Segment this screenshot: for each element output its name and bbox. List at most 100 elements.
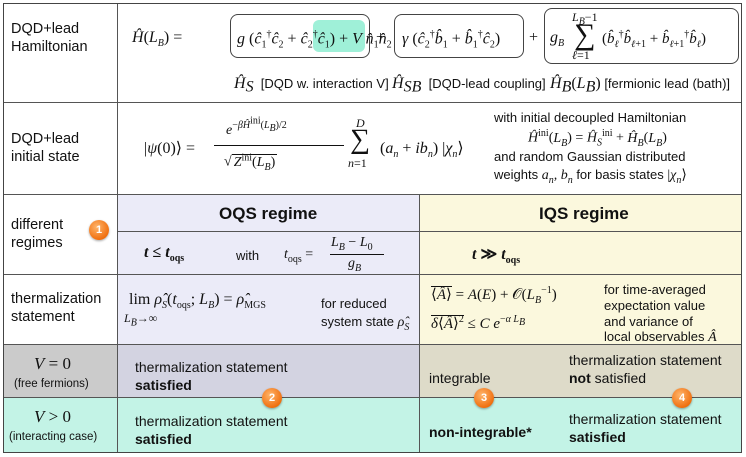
summary-table: DQD+lead Hamiltonian Ĥ(LB) = g (ĉ1†ĉ2 + …: [3, 3, 742, 453]
hamiltonian-label-line2: Hamiltonian: [11, 39, 88, 55]
oqs-note-line2-text: system state: [321, 314, 394, 329]
initial-state-sum-sign: ∑: [350, 124, 370, 155]
badge-2: 2: [262, 388, 282, 408]
initial-state-sum-upper: D: [356, 116, 365, 130]
v-positive-iqs-left: non-integrable*: [429, 424, 532, 440]
vpos-row-bg: [4, 397, 741, 452]
oqs-limit-statement: lim ρ̂S(toqs; LB) = ρ̂MGS: [129, 291, 266, 312]
v-zero-iqs-left: integrable: [429, 370, 491, 386]
initial-state-numerator: e−βĤini(LB)/2: [226, 116, 287, 138]
hb-term-box: [544, 8, 739, 64]
badge-3: 3: [474, 388, 494, 408]
iqs-mean-statement: ⟨Â⟩ = A(E) + 𝒪(LB−1): [431, 285, 557, 306]
highlight-v-term: [313, 20, 365, 52]
hsb-term-box: [394, 14, 524, 58]
iqs-note-line4: local observables Â: [604, 329, 717, 345]
hb-term-body: (b̂ℓ†b̂ℓ+1 + b̂ℓ+1†b̂ℓ): [602, 29, 706, 50]
iqs-variance-statement: δ⟨Â⟩2 ≤ C e−α LB: [431, 314, 526, 332]
iqs-note-line4-text: local observables: [604, 329, 705, 344]
badge-1: 1: [89, 220, 109, 240]
iqs-note-line3: and variance of: [604, 314, 693, 329]
divider-row-1: [4, 102, 741, 103]
hb-caption-text: [fermionic lead (bath)]: [604, 76, 731, 91]
divider-row-2: [4, 194, 741, 195]
divider-row-5: [4, 397, 741, 398]
v-positive-oqs-line1: thermalization statement: [135, 413, 288, 429]
v-zero-iqs-not: not: [569, 370, 591, 386]
plus-sign-1: +: [376, 29, 386, 46]
hb-sum-upper: LB−1: [572, 10, 598, 28]
hs-term: g (ĉ1†ĉ2 + ĉ2†ĉ1) + V n̂1n̂2: [237, 29, 392, 51]
iqs-column-bg: [419, 194, 741, 344]
initial-state-label-line1: DQD+lead: [11, 131, 80, 147]
initial-state-denominator: √Zini(LB): [224, 152, 278, 173]
iqs-note-line1: for time-averaged: [604, 282, 706, 297]
initial-state-lhs: |ψ(0)⟩ =: [144, 140, 196, 157]
v-positive-label: V > 0: [34, 407, 71, 426]
initial-state-desc-line4: weights an, bn for basis states |χn⟩: [494, 167, 687, 186]
v-zero-iqs-satisfied: satisfied: [594, 370, 647, 386]
initial-state-label-line2: initial state: [11, 149, 80, 165]
hs-caption-text: [DQD w. interaction V]: [260, 76, 389, 91]
badge-4: 4: [672, 388, 692, 408]
toqs-fraction-bar: [330, 254, 384, 255]
v-zero-iqs-line1: thermalization statement: [569, 352, 722, 368]
hamiltonian-label-line1: DQD+lead: [11, 21, 80, 37]
hb-sum-lower: ℓ=1: [572, 48, 590, 62]
oqs-time-definition: toqs =: [284, 247, 314, 265]
divider-row-3: [4, 274, 741, 275]
oqs-note-line1: for reduced: [321, 296, 387, 311]
hsb-caption: ĤSB [DQD-lead coupling]: [392, 75, 546, 96]
v-positive-iqs-line1: thermalization statement: [569, 411, 722, 427]
v0-label-bg: [4, 344, 117, 397]
initial-state-fraction-bar: [214, 145, 344, 146]
toqs-denominator: gB: [348, 256, 362, 274]
v-positive-iqs-line2: satisfied: [569, 429, 626, 445]
v-zero-label-sub: (free fermions): [14, 378, 89, 390]
hb-sum-sign: ∑: [574, 18, 596, 51]
v-zero-label: V = 0: [34, 354, 71, 373]
hb-term: gB: [550, 29, 565, 50]
hsb-term: γ (ĉ2†b̂1 + b̂1†ĉ2): [402, 29, 501, 51]
thermalization-label: thermalization statement: [11, 290, 101, 326]
hs-term-box: [230, 14, 370, 58]
divider-label-column: [117, 4, 118, 452]
divider-regime-columns: [419, 194, 420, 452]
v-zero-oqs-line2: satisfied: [135, 377, 192, 393]
iqs-note-line2: expectation value: [604, 298, 706, 313]
oqs-time-condition: t ≤ toqs: [144, 244, 185, 265]
oqs-note-line2: system state ρ̂S: [321, 314, 410, 333]
initial-state-desc-line2: Ĥini(LB) = ĤSini + ĤB(LB): [528, 128, 667, 149]
iqs-regime-title: IQS regime: [539, 204, 629, 223]
divider-row-4: [4, 344, 741, 345]
thermalization-label-line1: thermalization: [11, 291, 102, 307]
v-positive-label-sub: (interacting case): [9, 431, 98, 443]
initial-state-desc-line3: and random Gaussian distributed: [494, 149, 686, 164]
hamiltonian-label: DQD+lead Hamiltonian: [11, 20, 88, 56]
initial-state-weights: (an + ibn) |χn⟩: [380, 140, 464, 161]
thermalization-label-line2: statement: [11, 309, 75, 325]
regimes-label-line1: different: [11, 217, 64, 233]
hb-caption: ĤB(LB) [fermionic lead (bath)]: [550, 75, 731, 96]
oqs-regime-title: OQS regime: [219, 204, 318, 223]
oqs-limit-subscript: LB→∞: [124, 311, 158, 329]
v0-iqs-bg: [419, 344, 741, 397]
plus-sign-2: +: [529, 29, 539, 46]
oqs-with-text: with: [236, 248, 260, 263]
initial-state-label: DQD+lead initial state: [11, 130, 80, 166]
hamiltonian-lhs: Ĥ(LB) =: [132, 29, 183, 50]
v-zero-iqs-line2: not satisfied: [569, 370, 646, 386]
iqs-time-condition: t ≫ toqs: [472, 246, 521, 267]
regimes-label-line2: regimes: [11, 235, 63, 251]
hs-caption: ĤS [DQD w. interaction V]: [234, 75, 389, 96]
hsb-caption-text: [DQD-lead coupling]: [428, 76, 546, 91]
regimes-label: different regimes: [11, 216, 63, 252]
oqs-column-bg: [117, 194, 419, 344]
initial-state-sum-lower: n=1: [348, 156, 367, 170]
initial-state-desc-weights: weights: [494, 167, 539, 182]
v-positive-oqs-line2: satisfied: [135, 431, 192, 447]
v-zero-oqs-line1: thermalization statement: [135, 359, 288, 375]
toqs-numerator: LB − L0: [331, 235, 373, 253]
initial-state-desc-line1: with initial decoupled Hamiltonian: [494, 110, 687, 125]
divider-regime-title: [117, 231, 741, 232]
